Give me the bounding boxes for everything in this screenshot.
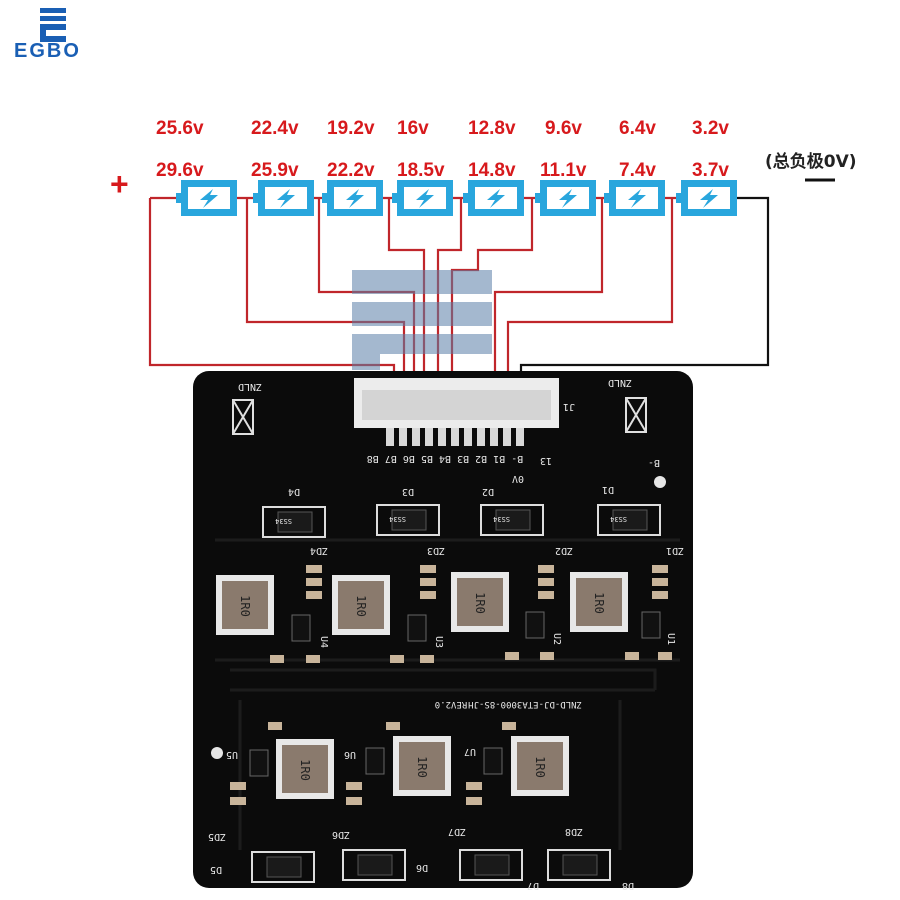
battery-cell-7 [604,180,665,216]
bottom-inductors [276,736,569,799]
battery-cell-5 [463,180,524,216]
brand-mark-left: ZNLD [238,381,262,392]
voltage-bottom-6: 11.1v [540,160,587,181]
diode-mark-d4: SS34 [275,517,292,525]
zener-zd1-label: ZD1 [666,545,684,556]
zener-zd6-label: ZD6 [332,829,350,840]
voltage-top-5: 12.8v [468,118,516,139]
pcb-board: ZNLD ZNLD J1 B- B1 B2 B3 B4 B5 B6 B7 B8 … [193,371,693,891]
diode-d8-label: D8 [622,880,634,891]
voltage-top-3: 19.2v [327,118,375,139]
ic-u1-label: U1 [665,633,676,645]
voltage-bottom-5: 14.8v [468,160,516,181]
voltage-bottom-8: 3.7v [692,160,729,181]
diode-d4-label: D4 [288,486,300,497]
diode-d1-label: D1 [602,484,614,495]
ic-u7-label: U7 [464,746,476,757]
voltage-bottom-2: 25.9v [251,160,299,181]
diode-d5-label: D5 [210,864,222,875]
zener-zd2-label: ZD2 [555,545,573,556]
inductor-mark-l1: 1R0 [592,592,606,614]
negative-terminal-symbol: — [805,162,835,195]
top-inductors [216,572,628,635]
voltage-top-2: 22.4v [251,118,299,139]
battery-cell-8 [676,180,737,216]
top-diodes [262,504,661,538]
voltage-top-1: 25.6v [156,118,204,139]
revision-label: REV2.0 [435,699,468,709]
connector-label: J1 [563,401,575,412]
inductor-mark-l7: 1R0 [533,756,547,778]
voltage-top-6: 9.6v [545,118,582,139]
ic-u4-label: U4 [318,636,329,648]
zener-zd7-label: ZD7 [448,826,466,837]
battery-cell-2 [253,180,314,216]
bottom-diodes [251,849,611,883]
cell-row [176,180,737,216]
voltage-top-7: 6.4v [619,118,656,139]
ic-u6-label: U6 [344,749,356,760]
voltage-top-8: 3.2v [692,118,729,139]
zener-zd4-label: ZD4 [310,545,328,556]
ic-u5-label: U5 [226,749,238,760]
voltage-bottom-1: 29.6v [156,160,204,181]
battery-cell-3 [322,180,383,216]
watermark-icon [352,270,492,370]
inductor-mark-l2: 1R0 [473,592,487,614]
bminus-label: B- [648,457,660,468]
voltage-bottom-3: 22.2v [327,160,375,181]
model-label: ZNLD-DJ-ETA3000-8S-JH [468,699,582,709]
connector-pins [386,428,524,446]
diode-d2-label: D2 [482,486,494,497]
inductor-mark-l6: 1R0 [415,756,429,778]
ic-u2-label: U2 [551,633,562,645]
inductor-mark-l5: 1R0 [298,759,312,781]
inductor-mark-l4: 1R0 [238,595,252,617]
zener-zd8-label: ZD8 [565,826,583,837]
diode-mark-d2: SS34 [493,515,510,523]
battery-cell-1 [176,180,237,216]
brand-name: EGBO [14,40,81,62]
voltage-bottom-4: 18.5v [397,160,445,181]
negative-terminal-label: (总负极0V) [765,152,857,172]
pin-one-label: 13 [540,455,552,466]
inductor-mark-l3: 1R0 [354,595,368,617]
zener-zd5-label: ZD5 [208,831,226,842]
diode-mark-d1: SS34 [610,515,627,523]
battery-cell-6 [535,180,596,216]
ground-label: 0V [512,473,524,484]
corner-mark-left [232,399,254,435]
pin-labels: B- B1 B2 B3 B4 B5 B6 B7 B8 [367,453,524,464]
diode-d7-label: D7 [527,880,539,891]
egbo-logo-icon [40,8,66,42]
positive-terminal-symbol: + [110,166,129,202]
voltage-bottom-7: 7.4v [619,160,656,181]
battery-cell-4 [392,180,453,216]
diode-mark-d3: SS34 [389,515,406,523]
voltage-top-4: 16v [397,118,429,139]
zener-zd3-label: ZD3 [427,545,445,556]
diode-d3-label: D3 [402,486,414,497]
ic-u3-label: U3 [433,636,444,648]
corner-mark-right [625,397,647,433]
brand-mark-right: ZNLD [608,377,632,388]
diode-d6-label: D6 [416,862,428,873]
